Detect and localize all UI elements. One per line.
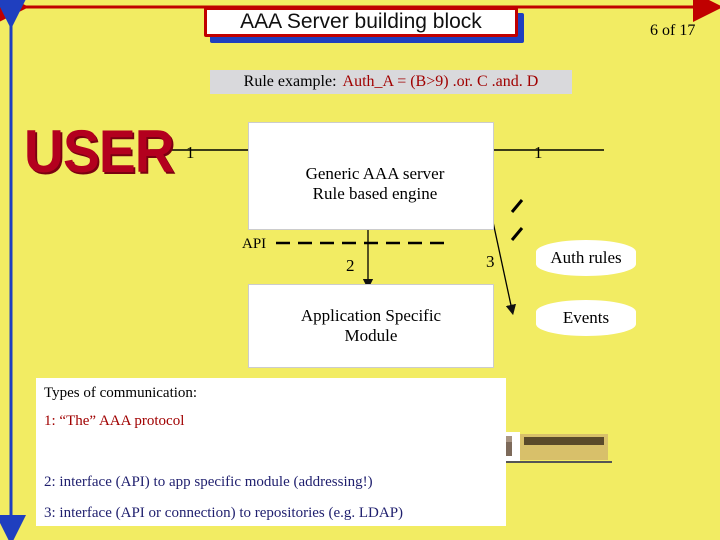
link-label-repo: 3 <box>486 252 495 271</box>
link-label-right: 1 <box>534 143 543 162</box>
slide-title: AAA Server building block <box>204 7 518 37</box>
repository-auth-rules: Auth rules <box>536 240 636 276</box>
separator-tick-upper <box>510 199 524 213</box>
repository-events: Events <box>536 300 636 336</box>
user-wordart: USER <box>24 118 175 185</box>
api-label: API <box>242 236 267 252</box>
rule-example-label: Rule example: <box>243 73 337 90</box>
communication-item-1: 1: “The” AAA protocol <box>44 413 185 429</box>
server-line-2: Rule based engine <box>312 184 438 203</box>
app-module-line-1: Application Specific <box>300 306 442 325</box>
rule-example-expression: Auth_A = (B>9) .or. C .and. D <box>342 73 539 90</box>
link-label-api: 2 <box>346 256 355 275</box>
communication-title: Types of communication: <box>44 385 198 401</box>
page-number: 6 of 17 <box>650 22 696 39</box>
app-module-line-2: Module <box>344 326 398 345</box>
server-line-1: Generic AAA server <box>305 164 445 183</box>
communication-types-box <box>36 378 506 526</box>
app-specific-module-box: Application Specific Module <box>248 284 494 368</box>
slide-title-text: AAA Server building block <box>240 10 482 33</box>
link-label-user: 1 <box>186 143 195 162</box>
repository-auth-rules-label: Auth rules <box>550 248 622 267</box>
separator-tick-lower <box>510 227 524 241</box>
aaa-server-text: Generic AAA server Rule based engine <box>270 164 480 204</box>
rule-example-box: Rule example: Auth_A = (B>9) .or. C .and… <box>210 70 572 94</box>
communication-item-2: 2: interface (API) to app specific modul… <box>44 474 373 490</box>
aaa-server-box <box>248 122 494 230</box>
communication-item-3: 3: interface (API or connection) to repo… <box>44 505 404 521</box>
repository-events-label: Events <box>562 308 610 327</box>
